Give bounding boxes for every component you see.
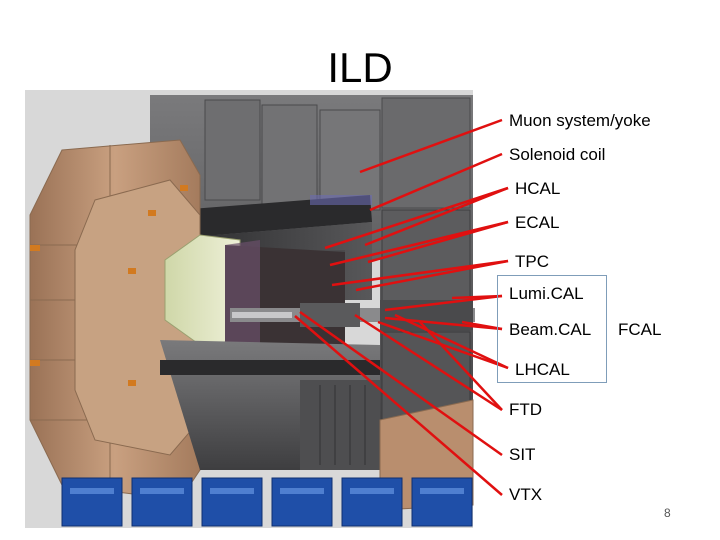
label-fcal: FCAL (618, 320, 662, 339)
leader-lumical-2 (451, 294, 503, 300)
label-muon-system: Muon system/yoke (509, 111, 651, 130)
leader-vtx (294, 315, 503, 496)
leader-lumical-1 (384, 294, 503, 312)
label-ecal: ECAL (515, 213, 560, 232)
fcal-group-box (497, 275, 607, 383)
leader-ecal-2 (367, 220, 509, 264)
label-vtx: VTX (509, 485, 543, 504)
label-hcal: HCAL (515, 179, 561, 198)
leader-ftd-1 (354, 313, 503, 412)
leader-hcal-2 (364, 186, 509, 247)
label-sit: SIT (509, 445, 536, 464)
leader-ecal-1 (329, 220, 509, 267)
page-number: 8 (664, 506, 671, 520)
leader-beamcal-2 (461, 320, 503, 331)
label-lhcal: LHCAL (515, 360, 570, 379)
leader-sit (299, 310, 503, 457)
label-beamcal: Beam.CAL (509, 320, 592, 339)
leader-hcal-1 (324, 186, 509, 250)
label-solenoid-coil: Solenoid coil (509, 145, 606, 164)
yoke-endcap-copper (29, 139, 201, 501)
leader-tpc-2 (355, 259, 509, 292)
label-lumical: Lumi.CAL (509, 284, 584, 303)
solenoid-coil-shape (178, 195, 372, 238)
leader-lines (294, 118, 509, 496)
leader-lhcal-2 (394, 313, 509, 370)
leader-ftd-2 (419, 321, 503, 411)
leader-tpc-1 (331, 259, 509, 287)
leader-muon (359, 118, 503, 174)
support-feet (61, 477, 473, 527)
label-tpc: TPC (515, 252, 549, 271)
label-ftd: FTD (509, 400, 543, 419)
slide-title: ILD (327, 44, 393, 91)
leader-solenoid (369, 152, 503, 212)
